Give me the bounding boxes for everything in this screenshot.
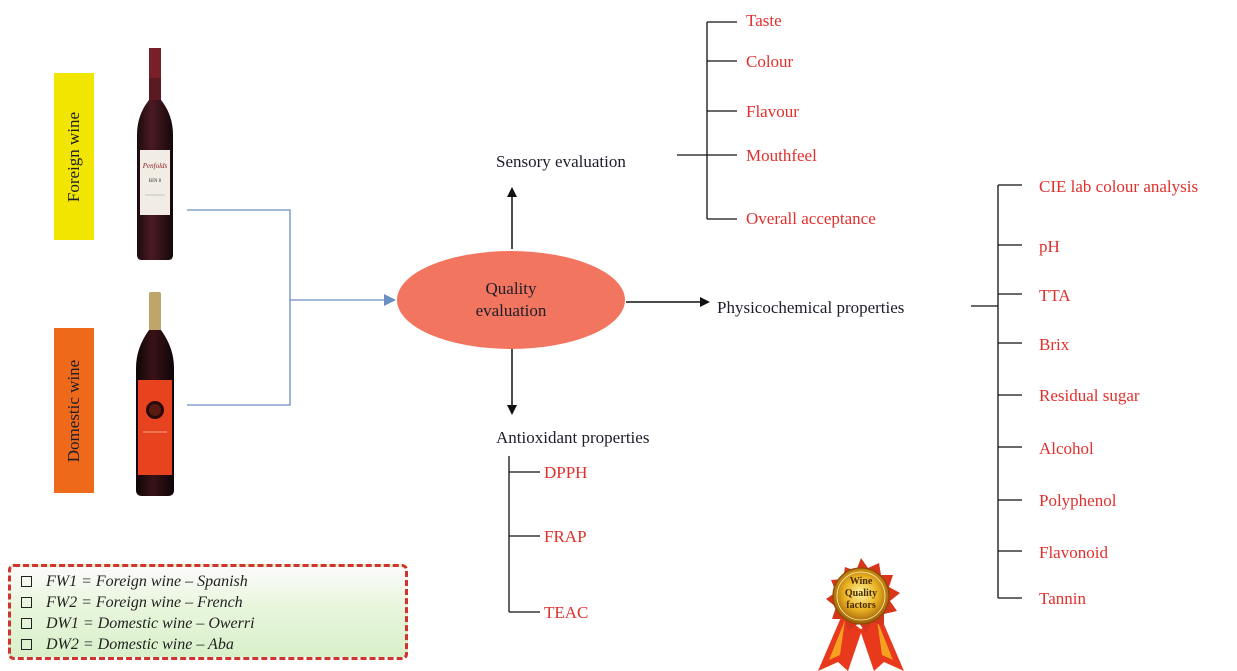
svg-text:BIN 8: BIN 8	[149, 179, 162, 184]
antioxidant-item-teac: TEAC	[544, 603, 589, 622]
physicochemical-item-ph: pH	[1039, 237, 1060, 256]
legend-item: FW2 = Foreign wine – French	[21, 592, 395, 613]
sensory-item-flavour: Flavour	[746, 102, 799, 121]
antioxidant-item-frap: FRAP	[544, 527, 587, 546]
quality-evaluation-label: Quality evaluation	[475, 279, 547, 320]
physicochemical-item-cie: CIE lab colour analysis	[1039, 177, 1199, 196]
sensory-item-overall-acceptance: Overall acceptance	[746, 209, 876, 228]
badge-text: Wine Quality factors	[844, 576, 878, 611]
physicochemical-title: Physicochemical properties	[717, 298, 905, 317]
wine-quality-badge-icon	[818, 558, 904, 671]
quality-evaluation-oval	[397, 251, 625, 349]
physicochemical-item-brix: Brix	[1039, 335, 1070, 354]
physicochemical-item-tannin: Tannin	[1039, 589, 1086, 608]
antioxidant-item-dpph: DPPH	[544, 463, 588, 482]
foreign-wine-label-bg	[54, 73, 94, 240]
sensory-item-mouthfeel: Mouthfeel	[746, 146, 817, 165]
foreign-wine-bottle-image: Penfolds BIN 8	[137, 48, 173, 260]
sensory-item-colour: Colour	[746, 52, 794, 71]
checkbox-icon	[21, 639, 32, 650]
checkbox-icon	[21, 618, 32, 629]
legend-box: FW1 = Foreign wine – Spanish FW2 = Forei…	[8, 564, 408, 660]
physicochemical-item-alcohol: Alcohol	[1039, 439, 1094, 458]
physicochemical-item-residual-sugar: Residual sugar	[1039, 386, 1140, 405]
domestic-wine-bottle-image	[136, 292, 174, 496]
antioxidant-title: Antioxidant properties	[496, 428, 650, 447]
checkbox-icon	[21, 576, 32, 587]
checkbox-icon	[21, 597, 32, 608]
physicochemical-item-tta: TTA	[1039, 286, 1071, 305]
svg-text:Penfolds: Penfolds	[142, 162, 168, 170]
domestic-wine-label: Domestic wine	[64, 359, 84, 462]
legend-item: FW1 = Foreign wine – Spanish	[21, 571, 395, 592]
foreign-wine-label: Foreign wine	[64, 111, 83, 202]
sensory-evaluation-title: Sensory evaluation	[496, 152, 626, 171]
sensory-item-taste: Taste	[746, 11, 782, 30]
domestic-wine-label-bg	[54, 328, 94, 493]
physicochemical-item-flavonoid: Flavonoid	[1039, 543, 1108, 562]
legend-item: DW2 = Domestic wine – Aba	[21, 634, 395, 655]
legend-item: DW1 = Domestic wine – Owerri	[21, 613, 395, 634]
physicochemical-item-polyphenol: Polyphenol	[1039, 491, 1117, 510]
